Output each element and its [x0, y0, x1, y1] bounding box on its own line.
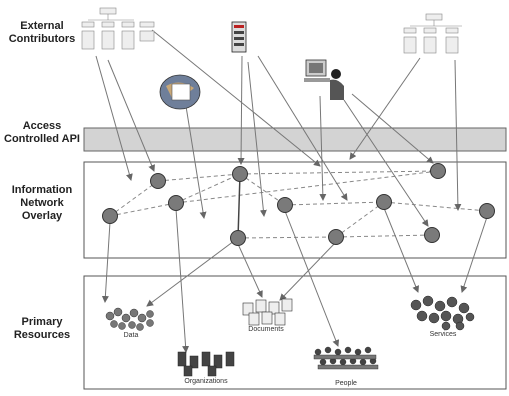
- services-gears-icon: [410, 295, 475, 331]
- overlay-node: [479, 203, 495, 219]
- org-chart-icon: [81, 7, 155, 50]
- overlay-node: [424, 227, 440, 243]
- layer-label-external: External Contributors: [8, 20, 76, 45]
- organizations-icon: [177, 351, 235, 377]
- server-icon: [231, 21, 247, 53]
- contributor-arrows: [95, 29, 462, 227]
- api-band: [83, 127, 507, 152]
- resource-label-organizations: Organizations: [184, 378, 228, 385]
- overlay-node: [168, 195, 184, 211]
- overlay-node: [150, 173, 166, 189]
- documents-icon: [242, 298, 293, 326]
- overlay-solid-link: [237, 173, 241, 239]
- resource-label-services: Services: [429, 331, 457, 338]
- overlay-nodes: [102, 163, 495, 246]
- overlay-node: [376, 194, 392, 210]
- overlay-node: [328, 229, 344, 245]
- layer-label-primary: Primary Resources: [13, 316, 71, 341]
- person-at-computer-icon: [304, 59, 344, 100]
- overlay-node: [230, 230, 246, 246]
- resource-label-documents: Documents: [248, 326, 284, 333]
- overlay-node: [102, 208, 118, 224]
- resource-label-people: People: [335, 380, 357, 387]
- overlay-node: [277, 197, 293, 213]
- globe-computer-icon: [159, 74, 201, 110]
- resource-arrows: [101, 207, 488, 353]
- overlay-node: [232, 166, 248, 182]
- layer-label-api: Access Controlled API: [4, 120, 80, 145]
- overlay-node: [430, 163, 446, 179]
- resource-label-data: Data: [123, 332, 139, 339]
- overlay-links: [109, 170, 488, 239]
- org-chart-icon: [403, 13, 462, 54]
- layer-label-overlay: Information Network Overlay: [11, 184, 73, 222]
- people-icon: [313, 346, 379, 370]
- primary-box: [83, 275, 507, 390]
- data-cluster-icon: [105, 307, 154, 331]
